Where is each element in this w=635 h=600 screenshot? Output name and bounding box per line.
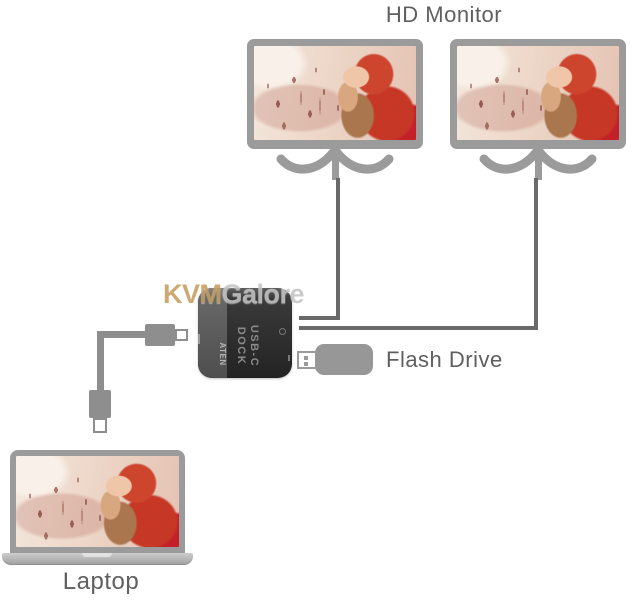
laptop-photo: [16, 456, 179, 547]
laptop-trackpad-notch: [82, 553, 112, 557]
monitor-2-cable-vertical: [534, 178, 538, 330]
monitor-1-photo: [254, 46, 416, 140]
flash-drive-usb-plug: [297, 351, 317, 369]
dock-product-label: USB-C DOCK: [234, 316, 260, 376]
usb-c-connector-to-laptop: [89, 390, 111, 418]
watermark-galore: Galore: [221, 279, 305, 309]
laptop-base: [2, 553, 193, 565]
usb-plug-contact: [304, 356, 308, 360]
dock-port-marking: [198, 334, 200, 344]
usb-plug-contact: [304, 362, 308, 366]
laptop-screen: [10, 450, 185, 553]
monitor-1-cable-horizontal: [299, 316, 340, 320]
flash-drive-label: Flash Drive: [386, 347, 503, 372]
usb-c-cable-horizontal: [97, 331, 147, 338]
dock-top-bevel: [198, 288, 292, 298]
monitor-2-stand: [479, 146, 597, 180]
hd-monitor-label: HD Monitor: [385, 2, 503, 27]
dock-port-marking-right: [288, 355, 290, 361]
kvmgalore-watermark: KVMGalore: [163, 279, 305, 309]
monitor-2-cable-horizontal: [299, 326, 538, 330]
monitor-1-cable-vertical: [336, 178, 340, 320]
hd-monitor-1: [247, 39, 423, 149]
usb-c-cable-vertical: [97, 331, 104, 390]
dock-brand-logo: ATEN: [218, 342, 227, 366]
usb-c-connector-to-laptop-tip: [93, 418, 107, 433]
watermark-kvm: KVM: [163, 279, 222, 309]
monitor-2-photo: [457, 46, 619, 140]
monitor-1-stand: [276, 146, 394, 180]
dock-label-line2: DOCK: [235, 326, 247, 366]
dock-label-line1: USB-C: [248, 324, 260, 368]
usb-c-connector-to-dock-tip: [175, 329, 188, 341]
usb-c-connector-to-dock: [145, 324, 175, 346]
dock-side-panel: [198, 288, 227, 378]
hd-monitor-2: [450, 39, 626, 149]
flash-drive-body: [315, 344, 373, 375]
dock-usb-port-icon: [279, 328, 286, 335]
usb-c-dock: [198, 288, 292, 378]
laptop-label: Laptop: [62, 568, 140, 595]
